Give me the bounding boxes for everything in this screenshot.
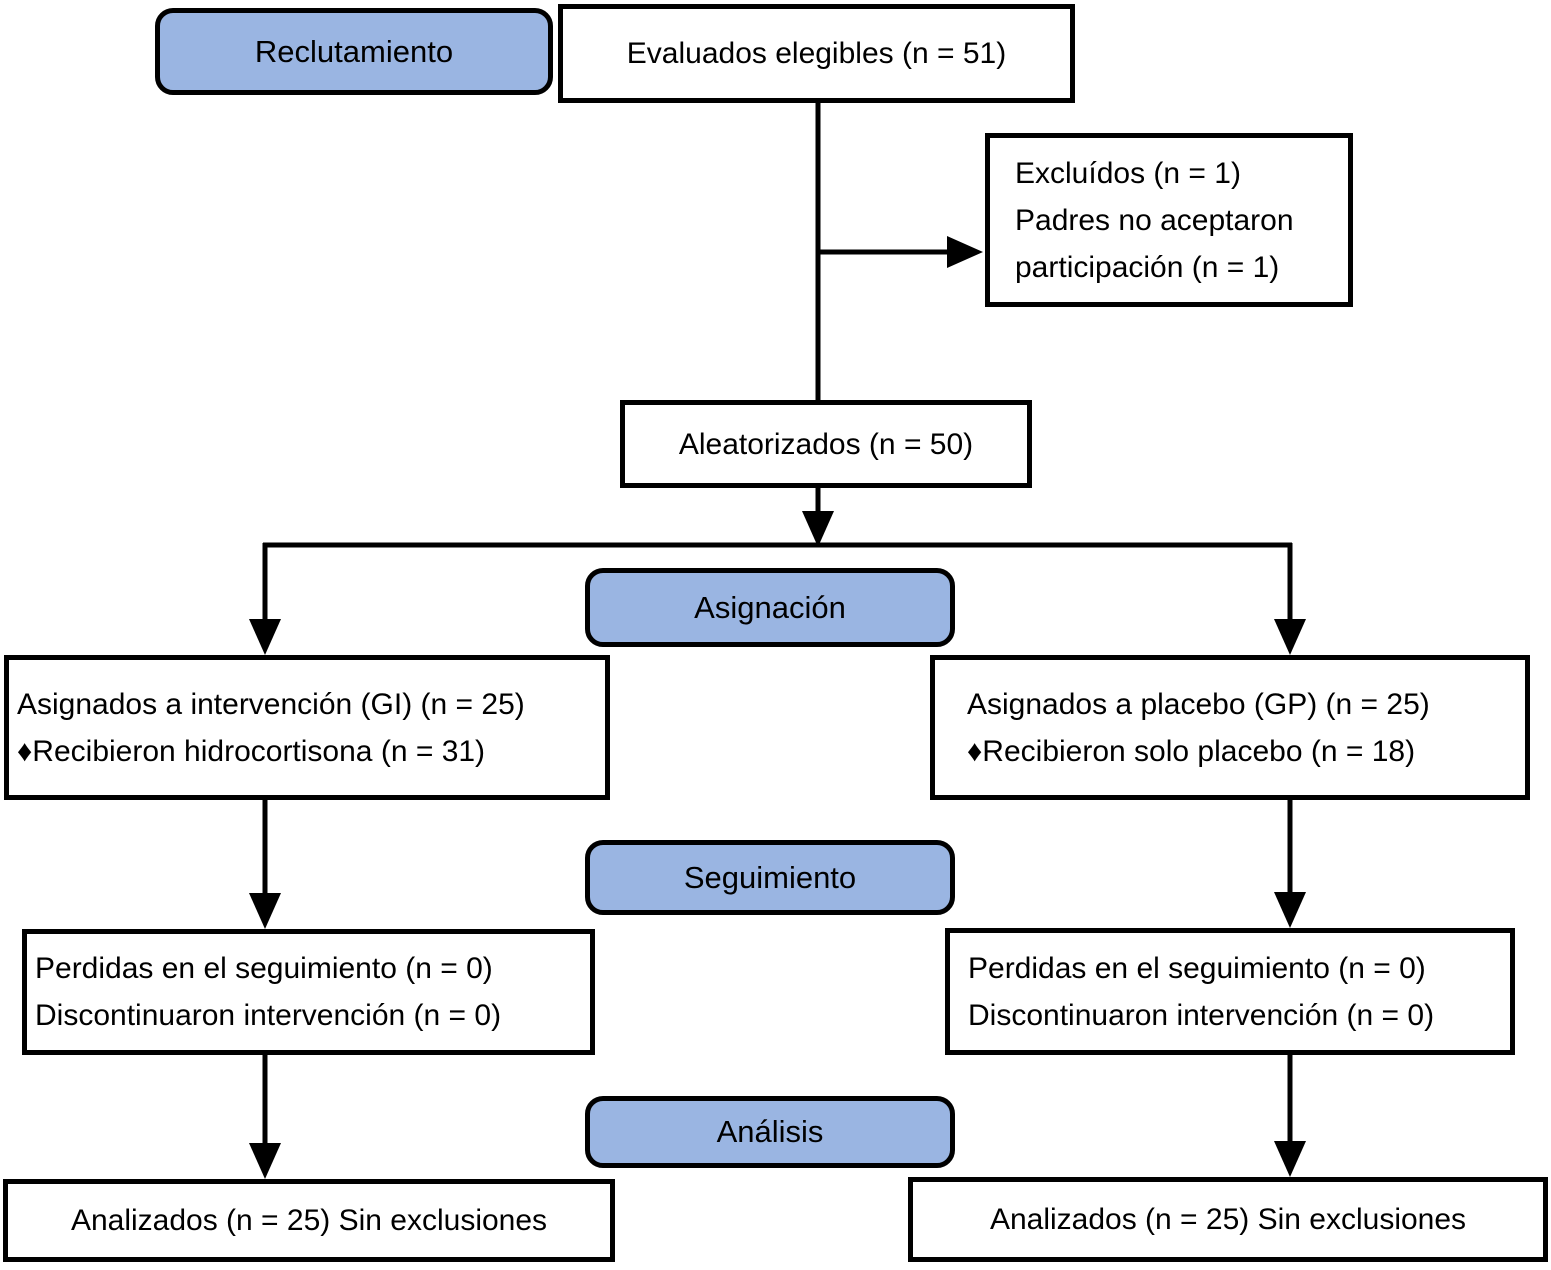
arrowhead-gp-followup bbox=[1274, 892, 1306, 928]
stage-label-followup: Seguimiento bbox=[585, 840, 955, 915]
node-randomized: Aleatorizados (n = 50) bbox=[620, 400, 1032, 488]
stage-label-recruitment: Reclutamiento bbox=[155, 8, 553, 95]
arrowhead-gp-assigned bbox=[1274, 619, 1306, 655]
node-excluded-line1: Excluídos (n = 1) bbox=[1015, 156, 1241, 190]
node-randomized-text: Aleatorizados (n = 50) bbox=[678, 427, 974, 461]
node-eligible: Evaluados elegibles (n = 51) bbox=[558, 4, 1075, 103]
stage-label-analysis-text: Análisis bbox=[716, 1114, 824, 1149]
node-excluded: Excluídos (n = 1) Padres no aceptaron pa… bbox=[985, 133, 1353, 307]
node-gp-followup-line2: Discontinuaron intervención (n = 0) bbox=[968, 998, 1435, 1032]
node-gp-analyzed-text: Analizados (n = 25) Sin exclusiones bbox=[989, 1203, 1467, 1236]
node-gp-assigned: Asignados a placebo (GP) (n = 25) ♦Recib… bbox=[930, 655, 1530, 800]
stage-label-recruitment-text: Reclutamiento bbox=[254, 33, 454, 69]
node-gi-followup-line2: Discontinuaron intervención (n = 0) bbox=[35, 999, 502, 1032]
node-gi-analyzed: Analizados (n = 25) Sin exclusiones bbox=[3, 1179, 615, 1262]
node-gp-assigned-line2: ♦Recibieron solo placebo (n = 18) bbox=[967, 734, 1416, 768]
node-gi-assigned: Asignados a intervención (GI) (n = 25) ♦… bbox=[4, 655, 610, 800]
node-excluded-line2: Padres no aceptaron bbox=[1015, 203, 1294, 237]
node-gp-assigned-line1: Asignados a placebo (GP) (n = 25) bbox=[967, 687, 1430, 721]
node-gi-assigned-line2: ♦Recibieron hidrocortisona (n = 31) bbox=[17, 734, 486, 768]
arrowhead-excluded bbox=[947, 236, 983, 268]
node-gi-followup-line1: Perdidas en el seguimiento (n = 0) bbox=[35, 952, 493, 985]
arrowhead-split bbox=[802, 511, 834, 547]
arrowhead-gi-analyzed bbox=[249, 1143, 281, 1179]
node-gi-followup: Perdidas en el seguimiento (n = 0) Disco… bbox=[22, 929, 595, 1055]
node-gi-analyzed-text: Analizados (n = 25) Sin exclusiones bbox=[70, 1204, 548, 1237]
arrowhead-gp-analyzed bbox=[1274, 1141, 1306, 1177]
node-gp-analyzed: Analizados (n = 25) Sin exclusiones bbox=[908, 1177, 1548, 1262]
node-eligible-text: Evaluados elegibles (n = 51) bbox=[626, 37, 1007, 70]
stage-label-followup-text: Seguimiento bbox=[683, 859, 857, 895]
stage-label-allocation-text: Asignación bbox=[694, 589, 846, 625]
node-excluded-line3: participación (n = 1) bbox=[1015, 250, 1280, 284]
arrowhead-gi-followup bbox=[249, 893, 281, 929]
node-gi-assigned-line1: Asignados a intervención (GI) (n = 25) bbox=[17, 687, 525, 721]
stage-label-analysis: Análisis bbox=[585, 1096, 955, 1168]
stage-label-allocation: Asignación bbox=[585, 568, 955, 647]
node-gp-followup: Perdidas en el seguimiento (n = 0) Disco… bbox=[945, 928, 1515, 1055]
node-gp-followup-line1: Perdidas en el seguimiento (n = 0) bbox=[968, 951, 1426, 985]
arrowhead-gi-assigned bbox=[249, 619, 281, 655]
